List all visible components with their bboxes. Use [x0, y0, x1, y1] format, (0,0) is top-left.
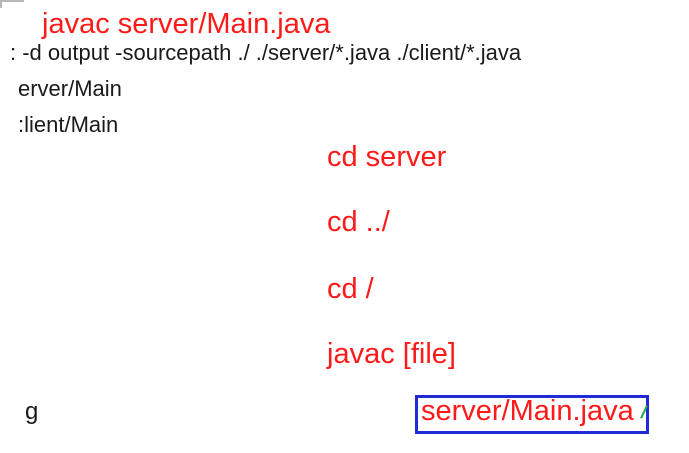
- command-cd-parent: cd ../: [327, 206, 390, 238]
- client-main-line: :lient/Main: [18, 112, 119, 137]
- bottom-left-fragment: g: [25, 398, 39, 425]
- corner-mark: [0, 0, 24, 2]
- server-main-line: erver/Main: [18, 76, 122, 101]
- corner-mark-vertical: [0, 0, 2, 8]
- command-javac-file: javac [file]: [327, 338, 456, 370]
- page-title: javac server/Main.java: [42, 8, 331, 40]
- command-cd-root: cd /: [327, 273, 374, 305]
- highlight-box: [415, 395, 649, 434]
- command-cd-server: cd server: [327, 141, 447, 173]
- javac-command-line: : -d output -sourcepath ./ ./server/*.ja…: [10, 40, 522, 65]
- bottom-server-main-java: server/Main.java: [421, 395, 634, 427]
